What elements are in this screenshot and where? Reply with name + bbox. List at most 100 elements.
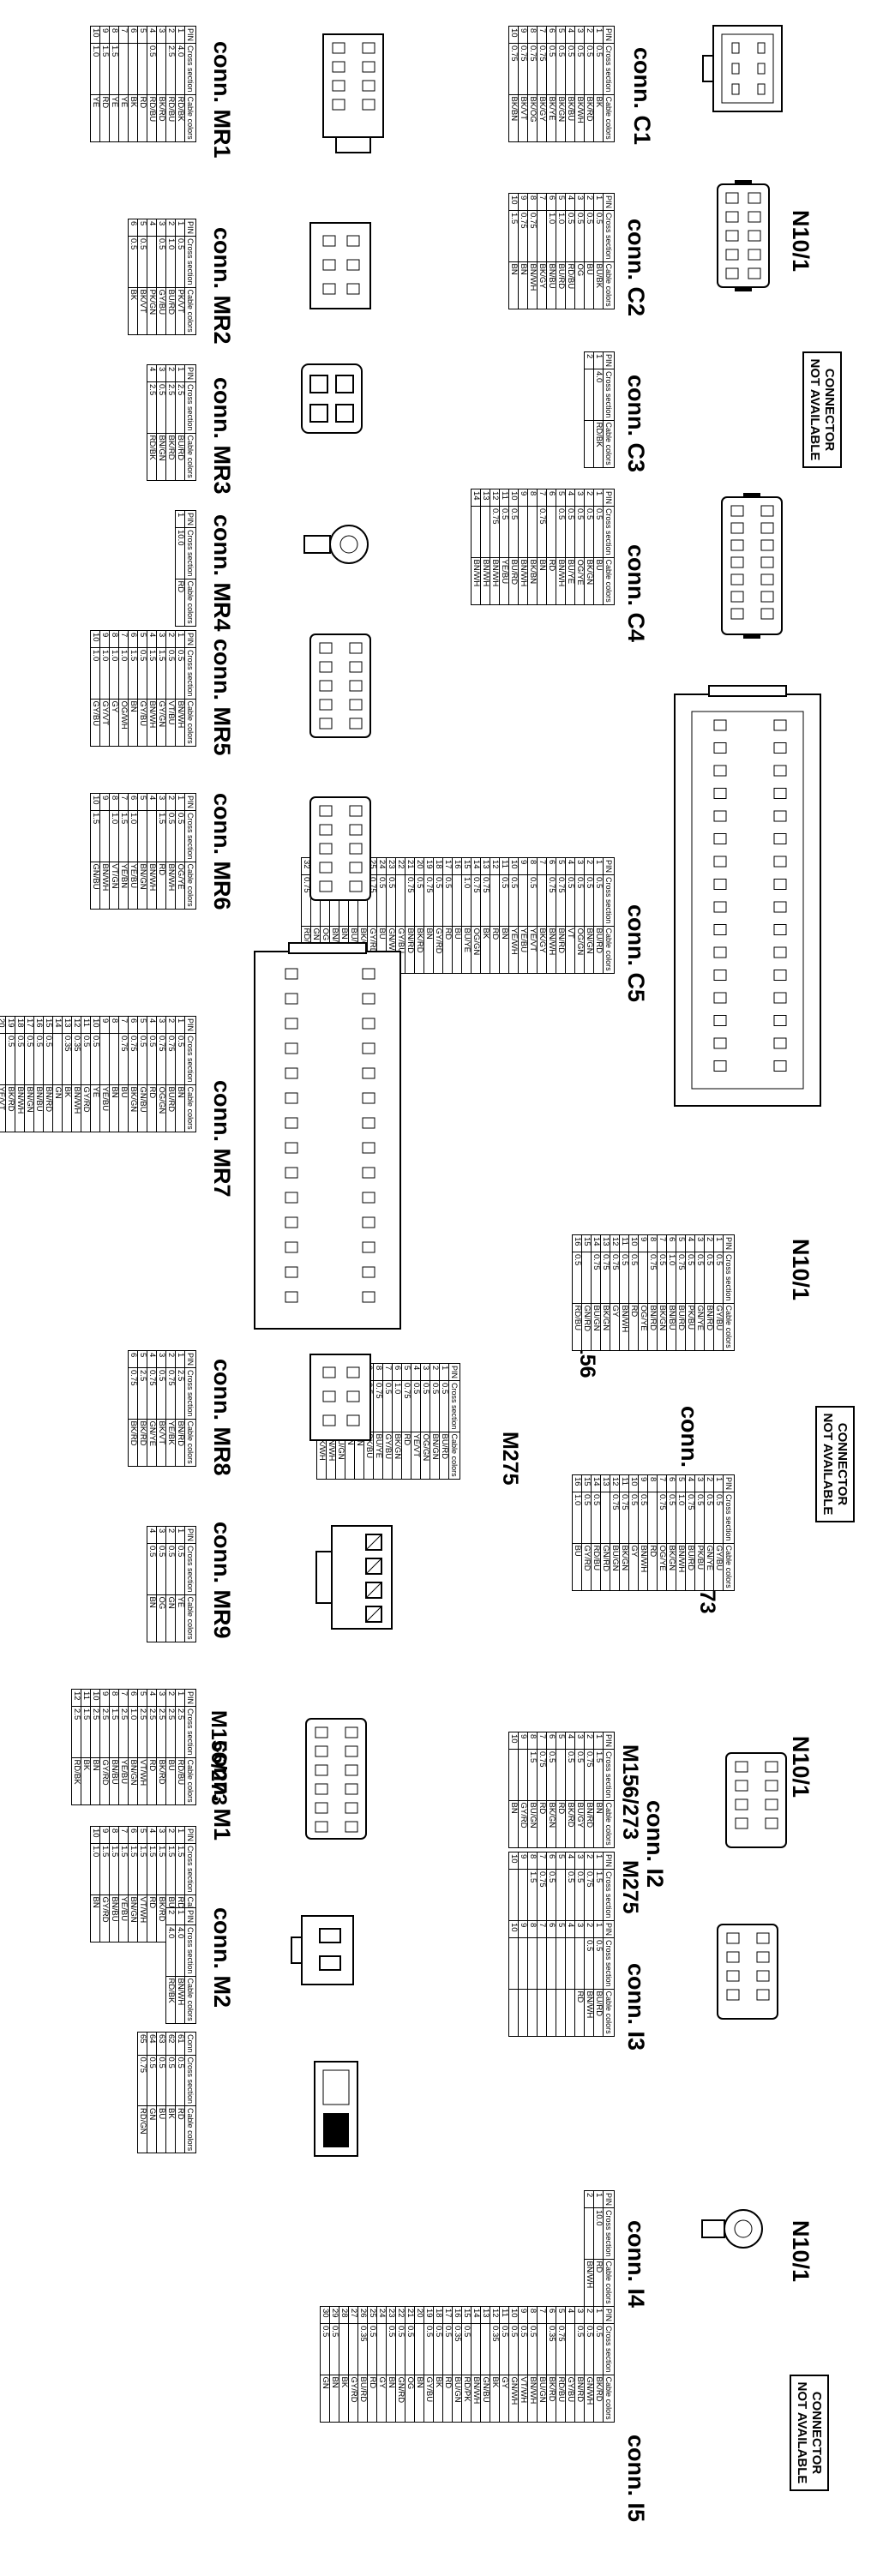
pin-cell: 2 [165,26,176,44]
header-cable-colors: Cable colors [603,1989,615,2037]
cross-section-cell [147,810,157,862]
header-cross-section: Cross section [723,1252,735,1304]
cross-section-cell: 0.5 [584,1937,594,1990]
cable-color-cell [584,420,594,468]
pin-cell: 4 [565,2306,575,2324]
pin-cavity [773,833,787,844]
cross-section-cell: 0.5 [439,1380,449,1432]
cable-color-cell: GY [610,1303,620,1351]
header-cross-section: Cross section [184,236,196,288]
pin-cell: 14 [471,2306,481,2324]
cable-color-cell [537,1989,547,2037]
header-cable-colors: Cable colors [184,579,196,627]
cable-color-cell: BU [572,1543,582,1591]
cross-section-cell: 2.5 [175,1706,185,1758]
cross-section-cell [147,236,157,288]
cross-section-cell: 0.5 [386,874,396,927]
cross-section-cell: 0.5 [405,2323,415,2375]
cross-section-cell [537,210,547,262]
cross-section-cell: 0.5 [628,1252,639,1304]
cross-section-cell [574,1937,585,1990]
pin-cavity [773,810,787,822]
cable-color-cell: OG [405,2375,415,2423]
cable-color-cell: BN [518,261,528,309]
cross-section-cell [600,1492,610,1544]
cable-color-cell: GY [499,2375,509,2423]
cross-section-cell: 0.75 [556,874,566,927]
cable-color-cell: VT/WH [137,1757,147,1805]
cross-section-cell: 0.75 [147,1367,157,1420]
cross-section-cell: 1.5 [156,647,166,700]
cable-color-cell: GY/BU [565,2375,575,2423]
pin-cell: 4 [411,1363,421,1381]
pin-cavity [773,1015,787,1026]
i1-not-available-box: CONNECTOR NOT AVAILABLE [815,1406,855,1522]
pin-cell: 17 [442,857,453,875]
cross-section-cell: 0.5 [175,647,185,700]
pin-cell: 8 [527,1852,538,1870]
header-pin: PIN [184,1016,196,1034]
cable-color-cell: BN/BU [666,1303,676,1351]
pin-cell: 24 [376,2306,387,2324]
cable-color-cell: BN [109,1084,119,1132]
cable-color-cell: BK/GN [600,1303,610,1351]
cross-section-cell: 0.5 [165,2055,176,2106]
cable-color-cell: PK/GN [147,287,157,335]
pin-cavity [362,1142,375,1154]
pin-cavity [713,810,727,822]
cable-color-cell: BN/RD [43,1084,53,1132]
header-cable-colors: Cable colors [184,2105,196,2153]
pin-cell: 3 [156,1350,166,1368]
connector-mr9-icon [315,1525,393,1630]
cross-section-cell: 0.5 [43,1033,53,1085]
pin-cell: 4 [565,489,575,507]
pin-cavity [713,719,727,731]
cable-color-cell: BK/RD [128,1419,138,1467]
c3-not-available-box: CONNECTOR NOT AVAILABLE [802,351,842,468]
cross-section-cell: 0.75 [591,1252,601,1304]
pin-cell: 3 [156,793,166,811]
pin-cell: 9 [518,857,528,875]
connector-c1-icon [702,25,783,112]
cross-section-cell: 2.5 [147,381,157,434]
cross-section-cell: 1.5 [156,1843,166,1895]
header-cable-colors: Cable colors [603,2375,615,2423]
cross-section-cell [471,506,481,558]
pin-cell: 6 [128,793,138,811]
pin-cell: 4 [565,1852,575,1870]
cross-section-cell [118,43,129,95]
header-cross-section: Cross section [603,369,615,421]
pin-cell: 8 [527,193,538,211]
cable-color-cell: RD [99,94,110,142]
header-cross-section: Cross section [603,874,615,927]
pin-cell: 5 [137,1689,147,1707]
cable-color-cell: YE [175,1594,185,1642]
label-conn-mr6: conn. MR6 [209,793,235,910]
cross-section-cell: 0.5 [546,1869,556,1921]
pin-cell: 1 [175,510,185,528]
cross-section-cell [537,2323,547,2375]
cable-color-cell: RD/BK [593,420,604,468]
